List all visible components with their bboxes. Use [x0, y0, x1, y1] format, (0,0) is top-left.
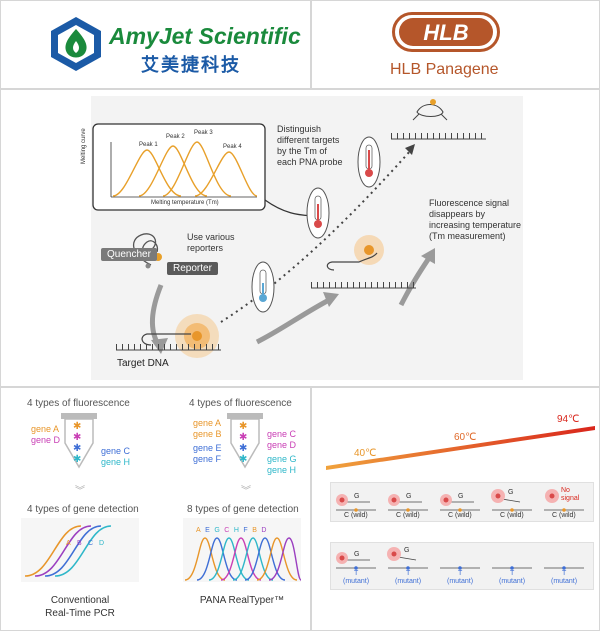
arrow-down — [149, 284, 164, 348]
hlb-badge: HLB — [392, 12, 500, 52]
mutant-t-2: T — [406, 570, 411, 577]
callout-fluorescence: Fluorescence signal disappears by increa… — [429, 198, 522, 241]
top-dna-ticks — [391, 133, 486, 139]
mid-dna-ticks — [311, 282, 416, 288]
peak-label-3: Peak 3 — [194, 130, 213, 136]
wild-base-2: C (wild) — [396, 512, 420, 519]
right-fluor-title: 4 types of fluorescence — [189, 398, 292, 409]
target-dna-label: Target DNA — [117, 358, 169, 369]
left-curve-plot — [21, 518, 139, 582]
mutant-t-3: T — [458, 570, 463, 577]
mechanism-graphics — [92, 99, 486, 358]
mutant-t-1: T — [354, 570, 359, 577]
left-curves — [24, 525, 112, 577]
temperature-ramp — [326, 426, 595, 470]
right-gene-f: gene F — [193, 454, 222, 464]
mutant-note-3: (mutant) — [447, 578, 474, 585]
callout-reporters: Use various reporters — [187, 232, 235, 253]
quencher-tag: Quencher — [101, 248, 157, 261]
left-gene-d: gene D — [31, 435, 61, 445]
left-detect-title: 4 types of gene detection — [27, 504, 139, 515]
peak-label-4: Peak 4 — [223, 144, 242, 150]
left-tube-stars: ✱✱✱✱ — [73, 421, 82, 465]
amyjet-chinese-name: 艾美捷科技 — [141, 55, 241, 75]
left-curve-label-d: D — [99, 540, 105, 547]
left-curve-label-a: A — [66, 540, 71, 547]
comparison-panel: 4 types of fluorescence ✱✱✱✱ gene A gene… — [0, 387, 311, 631]
arrow-up-right — [398, 256, 432, 307]
mutant-row — [330, 542, 594, 590]
wild-base-5: C (wild) — [552, 512, 576, 519]
thermometer-high — [357, 136, 381, 188]
temp-label-94: 94℃ — [557, 414, 580, 425]
hlb-name: HLB Panagene — [390, 61, 499, 78]
right-tube-stars: ✱✱✱✱ — [239, 421, 248, 465]
left-tube-icon — [61, 413, 97, 469]
temp-label-40: 40℃ — [354, 448, 377, 459]
wild-base-1: C (wild) — [344, 512, 368, 519]
right-detect-title: 8 types of gene detection — [187, 504, 299, 515]
callout-distinguish: Distinguish different targets by the Tm … — [277, 124, 343, 167]
wild-g-2: G — [406, 493, 412, 500]
right-gene-d: gene D — [267, 440, 297, 450]
peak-label-1: Peak 1 — [139, 142, 158, 148]
melting-chart-xlabel: Melting temperature (Tm) — [151, 200, 219, 206]
right-gene-c: gene C — [267, 429, 297, 439]
left-gene-a: gene A — [31, 424, 60, 434]
mutant-t-4: T — [510, 570, 515, 577]
right-caption: PANA RealTyper™ — [199, 595, 285, 606]
hlb-logo-panel: HLB HLB Panagene — [311, 0, 600, 89]
mutant-note-5: (mutant) — [551, 578, 578, 585]
right-gene-e: gene E — [193, 443, 222, 453]
target-dna-ticks — [116, 344, 221, 350]
left-gene-h: gene H — [101, 457, 131, 467]
right-gene-g: gene G — [267, 454, 297, 464]
reporter-tag: Reporter — [167, 262, 218, 275]
left-chevron-icon: ︾ — [75, 486, 85, 497]
left-caption: Conventional Real-Time PCR — [45, 595, 115, 619]
temp-label-60: 60℃ — [454, 432, 477, 443]
temperature-panel: 40℃ 60℃ 94℃ G G G G No signal C (wild) C… — [311, 387, 600, 631]
wild-no-signal: No signal — [561, 487, 580, 502]
wild-g-4: G — [508, 489, 514, 496]
mechanism-panel: Melting curve Melting temperature (Tm) P… — [0, 89, 600, 387]
thermometer-mid — [306, 187, 330, 239]
mutant-probes — [336, 547, 584, 570]
mutant-note-1: (mutant) — [343, 578, 370, 585]
amyjet-logo-panel: AmyJet Scientific 艾美捷科技 — [0, 0, 311, 89]
mutant-note-2: (mutant) — [395, 578, 422, 585]
wild-probes — [336, 489, 584, 512]
mutant-g-1: G — [354, 551, 360, 558]
left-curve-label-c: C — [88, 540, 94, 547]
peak-label-2: Peak 2 — [166, 134, 185, 140]
mutant-note-4: (mutant) — [499, 578, 526, 585]
amyjet-name: AmyJet Scientific — [109, 23, 301, 49]
left-fluor-title: 4 types of fluorescence — [27, 398, 130, 409]
progress-arrowhead — [405, 144, 415, 155]
mutant-t-5: T — [562, 570, 567, 577]
right-gene-h: gene H — [267, 465, 297, 475]
wild-g-1: G — [354, 493, 360, 500]
amyjet-logo-icon — [51, 17, 101, 71]
thermometer-low — [251, 261, 275, 313]
right-tube-icon — [227, 413, 263, 469]
melting-chart-box — [92, 123, 266, 211]
left-gene-c: gene C — [101, 446, 131, 456]
wild-g-3: G — [458, 493, 464, 500]
wild-base-4: C (wild) — [500, 512, 524, 519]
right-curve-letters: AEGCHFBD — [196, 527, 271, 534]
left-curve-label-b: B — [77, 540, 82, 547]
melting-chart-ylabel: Melting curve — [81, 128, 87, 164]
wild-base-3: C (wild) — [448, 512, 472, 519]
hlb-badge-inner — [399, 18, 493, 46]
right-peaks — [184, 537, 301, 581]
right-chevron-icon: ︾ — [241, 486, 251, 497]
hlb-badge-text: HLB — [423, 20, 469, 45]
mutant-g-2: G — [404, 547, 410, 554]
arrow-up — [255, 297, 331, 345]
right-gene-a: gene A — [193, 418, 222, 428]
melting-peaks — [112, 141, 258, 197]
right-gene-b: gene B — [193, 429, 222, 439]
released-probe — [412, 99, 448, 121]
